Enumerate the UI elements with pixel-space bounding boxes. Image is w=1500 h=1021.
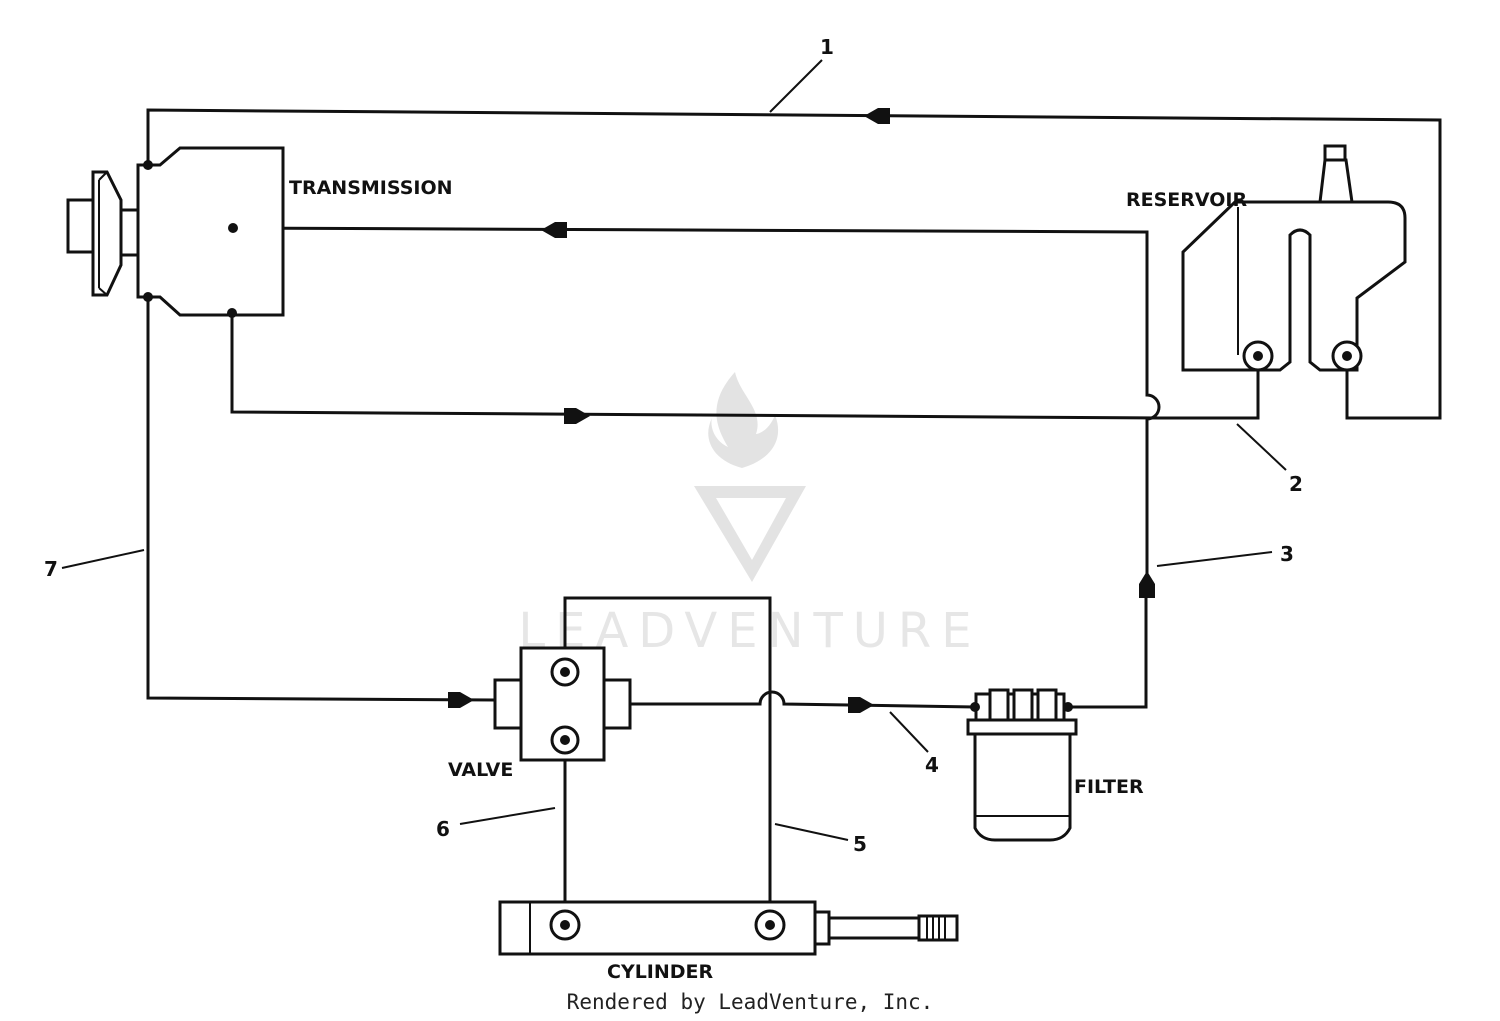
port-dot xyxy=(228,223,238,233)
reservoir-label: RESERVOIR xyxy=(1126,189,1247,211)
port-dot xyxy=(765,920,775,930)
credit-text: Rendered by LeadVenture, Inc. xyxy=(567,990,934,1014)
pulley-hub xyxy=(119,208,140,257)
callout-1: 1 xyxy=(820,35,834,59)
pulley-icon xyxy=(91,170,123,297)
callout-leader xyxy=(1236,423,1287,471)
port-dot xyxy=(560,920,570,930)
reservoir-body xyxy=(1181,200,1407,372)
port-dot xyxy=(970,702,980,712)
callout-7: 7 xyxy=(44,557,58,581)
callout-3: 3 xyxy=(1280,542,1294,566)
filter: FILTER xyxy=(966,688,1144,842)
callout-leader xyxy=(769,59,823,113)
pipe-4 xyxy=(630,690,976,709)
cylinder-gland xyxy=(813,910,831,946)
pipe-2 xyxy=(230,313,1260,420)
pipes xyxy=(146,108,1442,925)
callout-2: 2 xyxy=(1289,472,1303,496)
filter-label: FILTER xyxy=(1074,776,1144,798)
callout-6: 6 xyxy=(436,817,450,841)
watermark-v-icon xyxy=(694,486,806,582)
pipe-5 xyxy=(563,596,772,925)
reservoir: RESERVOIR xyxy=(1126,144,1407,372)
cylinder-rod xyxy=(827,916,921,940)
port-dot xyxy=(1342,351,1352,361)
callout-4: 4 xyxy=(925,753,939,777)
valve-right-stub xyxy=(602,678,632,730)
pulley-edge xyxy=(98,287,108,296)
reservoir-filler-neck xyxy=(1318,158,1354,204)
callout-5: 5 xyxy=(853,832,867,856)
callout-leader xyxy=(774,823,849,841)
port-dot xyxy=(560,735,570,745)
valve-label: VALVE xyxy=(448,759,513,781)
callout-leader xyxy=(61,549,145,569)
arrow-up-icon xyxy=(1139,571,1155,598)
pipe-transmission-return xyxy=(232,226,1161,587)
callout-leader xyxy=(459,807,556,825)
callout-leader xyxy=(889,711,929,753)
callout-leader xyxy=(1156,551,1273,567)
valve: VALVE xyxy=(448,646,632,781)
port-dot xyxy=(143,160,153,170)
watermark-flame-icon xyxy=(708,372,779,468)
arrow-left-icon xyxy=(541,222,567,238)
transmission: TRANSMISSION xyxy=(66,146,453,318)
pipe-7 xyxy=(146,297,496,702)
port-dot xyxy=(1063,702,1073,712)
filter-flange xyxy=(966,718,1078,736)
pipe-3 xyxy=(1068,590,1148,709)
arrow-left-icon xyxy=(864,108,890,124)
arrow-right-icon xyxy=(564,408,590,424)
input-shaft xyxy=(66,198,95,254)
filter-canister xyxy=(973,732,1072,842)
pulley-edge xyxy=(98,171,108,181)
filter-boss xyxy=(1036,688,1058,722)
pipe-1 xyxy=(146,108,1442,420)
transmission-label: TRANSMISSION xyxy=(289,177,453,199)
reservoir-cap xyxy=(1323,144,1347,162)
port-dot xyxy=(1253,351,1263,361)
filter-boss xyxy=(988,688,1010,722)
arrow-right-icon xyxy=(848,697,874,713)
cylinder-label: CYLINDER xyxy=(607,961,714,983)
port-dot xyxy=(227,308,237,318)
flow-arrows xyxy=(448,108,1155,713)
arrow-right-icon xyxy=(448,692,474,708)
filter-boss xyxy=(1012,688,1034,722)
valve-left-stub xyxy=(493,678,523,730)
port-dot xyxy=(560,667,570,677)
transmission-body xyxy=(136,146,285,317)
cylinder: CYLINDER xyxy=(498,900,959,983)
callouts: 1 2 3 4 5 6 7 xyxy=(44,35,1303,856)
port-dot xyxy=(143,292,153,302)
